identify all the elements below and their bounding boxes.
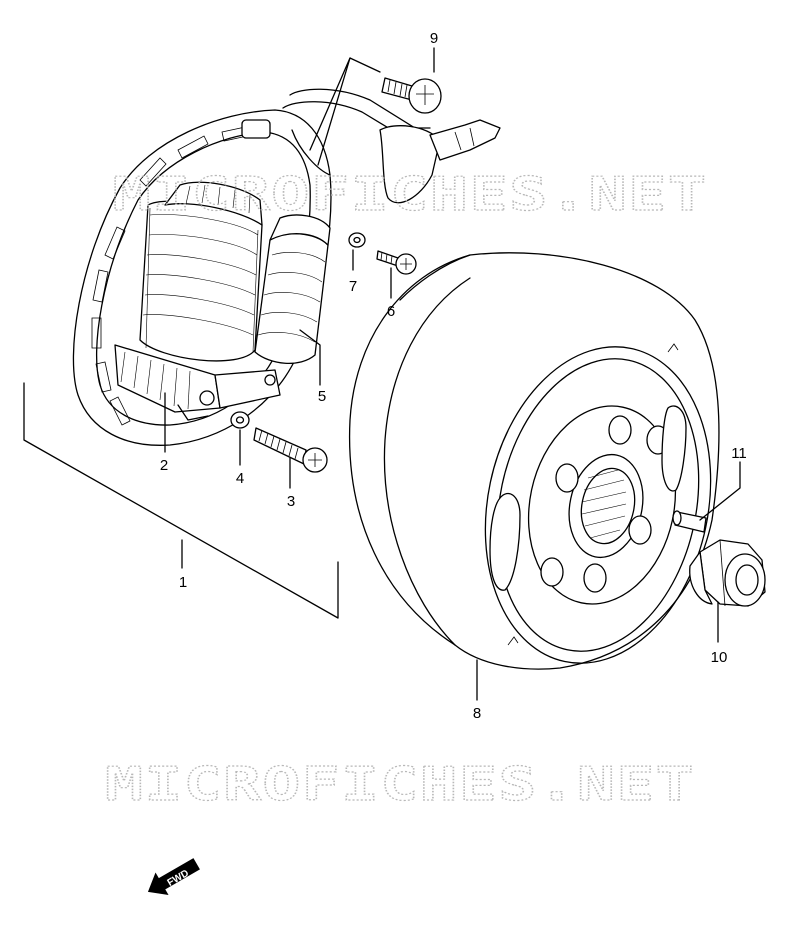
watermark-top: MICROFICHES.NET bbox=[113, 167, 708, 221]
fwd-badge: FWD bbox=[147, 858, 200, 896]
callout-7: 7 bbox=[349, 278, 357, 295]
callout-5: 5 bbox=[318, 388, 326, 405]
callout-labels: 1 2 3 4 5 6 7 8 9 10 11 bbox=[160, 30, 747, 722]
callout-4: 4 bbox=[236, 470, 244, 487]
callout-1: 1 bbox=[179, 574, 187, 591]
key-11 bbox=[672, 510, 707, 533]
leader-lines bbox=[23, 47, 741, 701]
watermark-bottom: MICROFICHES.NET bbox=[105, 757, 695, 811]
forward-arrow-icon bbox=[147, 858, 200, 896]
callout-3: 3 bbox=[287, 493, 295, 510]
callout-10: 10 bbox=[711, 649, 728, 666]
rotor-flywheel bbox=[348, 252, 720, 670]
callout-11: 11 bbox=[731, 445, 747, 462]
callout-9: 9 bbox=[430, 30, 438, 47]
nut-10 bbox=[689, 539, 766, 607]
callout-6: 6 bbox=[387, 303, 395, 320]
bolt-9 bbox=[381, 77, 442, 114]
screw-3 bbox=[253, 427, 328, 473]
screw-6 bbox=[376, 250, 417, 275]
fwd-label: FWD bbox=[166, 868, 191, 889]
washer-7 bbox=[348, 232, 366, 248]
washer-4 bbox=[230, 411, 250, 429]
callout-8: 8 bbox=[473, 705, 481, 722]
stator-assembly bbox=[72, 88, 501, 446]
callout-2: 2 bbox=[160, 457, 168, 474]
